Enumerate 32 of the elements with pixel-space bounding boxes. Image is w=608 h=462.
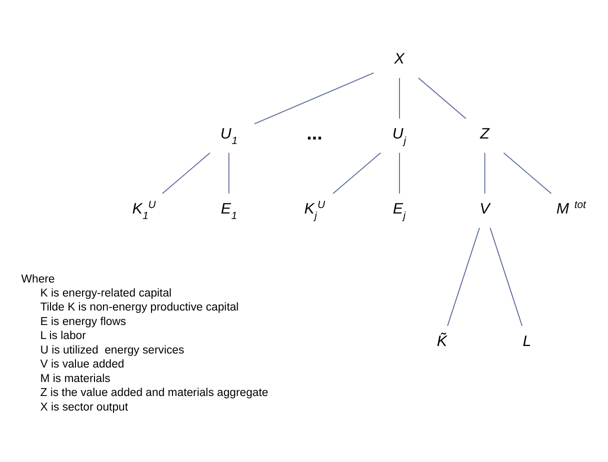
connector xyxy=(162,152,210,194)
label: V is value added xyxy=(40,358,124,371)
connector xyxy=(490,227,523,326)
connector xyxy=(418,78,466,120)
connector xyxy=(254,72,374,124)
connector xyxy=(484,152,486,194)
node-text: U$_{j}$ xyxy=(392,125,406,147)
node-text: Z xyxy=(480,125,490,142)
label: Z is the value added and materials aggregate xyxy=(40,387,268,400)
node-text: K̃ xyxy=(436,332,448,350)
label: E is energy flows xyxy=(40,316,126,328)
node-text: X xyxy=(394,50,404,68)
node-text: E$_{j}$ xyxy=(392,200,406,222)
connector xyxy=(447,227,480,326)
label: X is sector output xyxy=(40,401,128,414)
node-text: U$_{1}$ xyxy=(220,125,238,147)
connector xyxy=(332,152,382,194)
label: U is utilized energy services xyxy=(40,344,184,356)
label: Where xyxy=(21,273,55,286)
node-text: L xyxy=(522,332,532,350)
connector xyxy=(228,152,230,194)
label: Tilde K is non-energy productive capital xyxy=(40,302,239,314)
label: K is energy-related capital xyxy=(40,288,172,300)
node-text: V xyxy=(480,200,490,218)
connector xyxy=(503,152,552,194)
node-text: M $^{tot}$ xyxy=(556,200,586,218)
connector xyxy=(399,152,400,194)
label: M is materials xyxy=(40,372,110,385)
connector xyxy=(399,78,400,120)
label: L is labor xyxy=(40,330,86,342)
node-text: E$_{1}$ xyxy=(220,200,238,222)
label: ... xyxy=(306,124,322,145)
